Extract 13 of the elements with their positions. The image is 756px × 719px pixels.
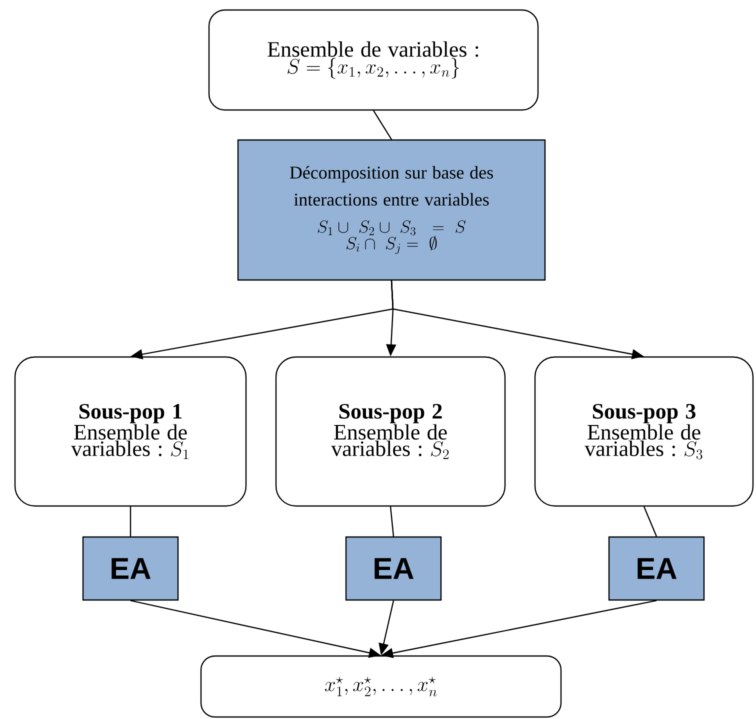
start-box: Ensemble de variables : $S = \{x_1 , x_2 , \ldots , x_n\}$ bbox=[208, 9, 539, 111]
subpopulation-box: Sous-pop 3 Ensemble de variables : $S_3$ bbox=[534, 356, 754, 507]
algorithm-box: EA bbox=[82, 536, 179, 601]
algorithm-box: EA bbox=[608, 536, 705, 601]
connector-line bbox=[390, 506, 394, 536]
process-box: Décomposition sur base des interactions entre variables $S_1 \cup\ S_2 \cup\ S_3 \ \ =\ S$ $S_i \cap\ S_j = \ \emptyset$ bbox=[237, 139, 546, 281]
algorithm-box: EA bbox=[345, 536, 442, 601]
connector-line bbox=[643, 506, 658, 537]
subpopulation-box: Sous-pop 2 Ensemble de variables : $S_2$ bbox=[275, 356, 506, 507]
connector-line bbox=[130, 506, 132, 536]
connector-line bbox=[373, 110, 392, 140]
result-box: $x_1^\star , x_2^\star , \ldots , x_n^\star$ bbox=[200, 655, 562, 718]
subpopulation-box: Sous-pop 1 Ensemble de variables : $S_1$ bbox=[14, 356, 247, 507]
